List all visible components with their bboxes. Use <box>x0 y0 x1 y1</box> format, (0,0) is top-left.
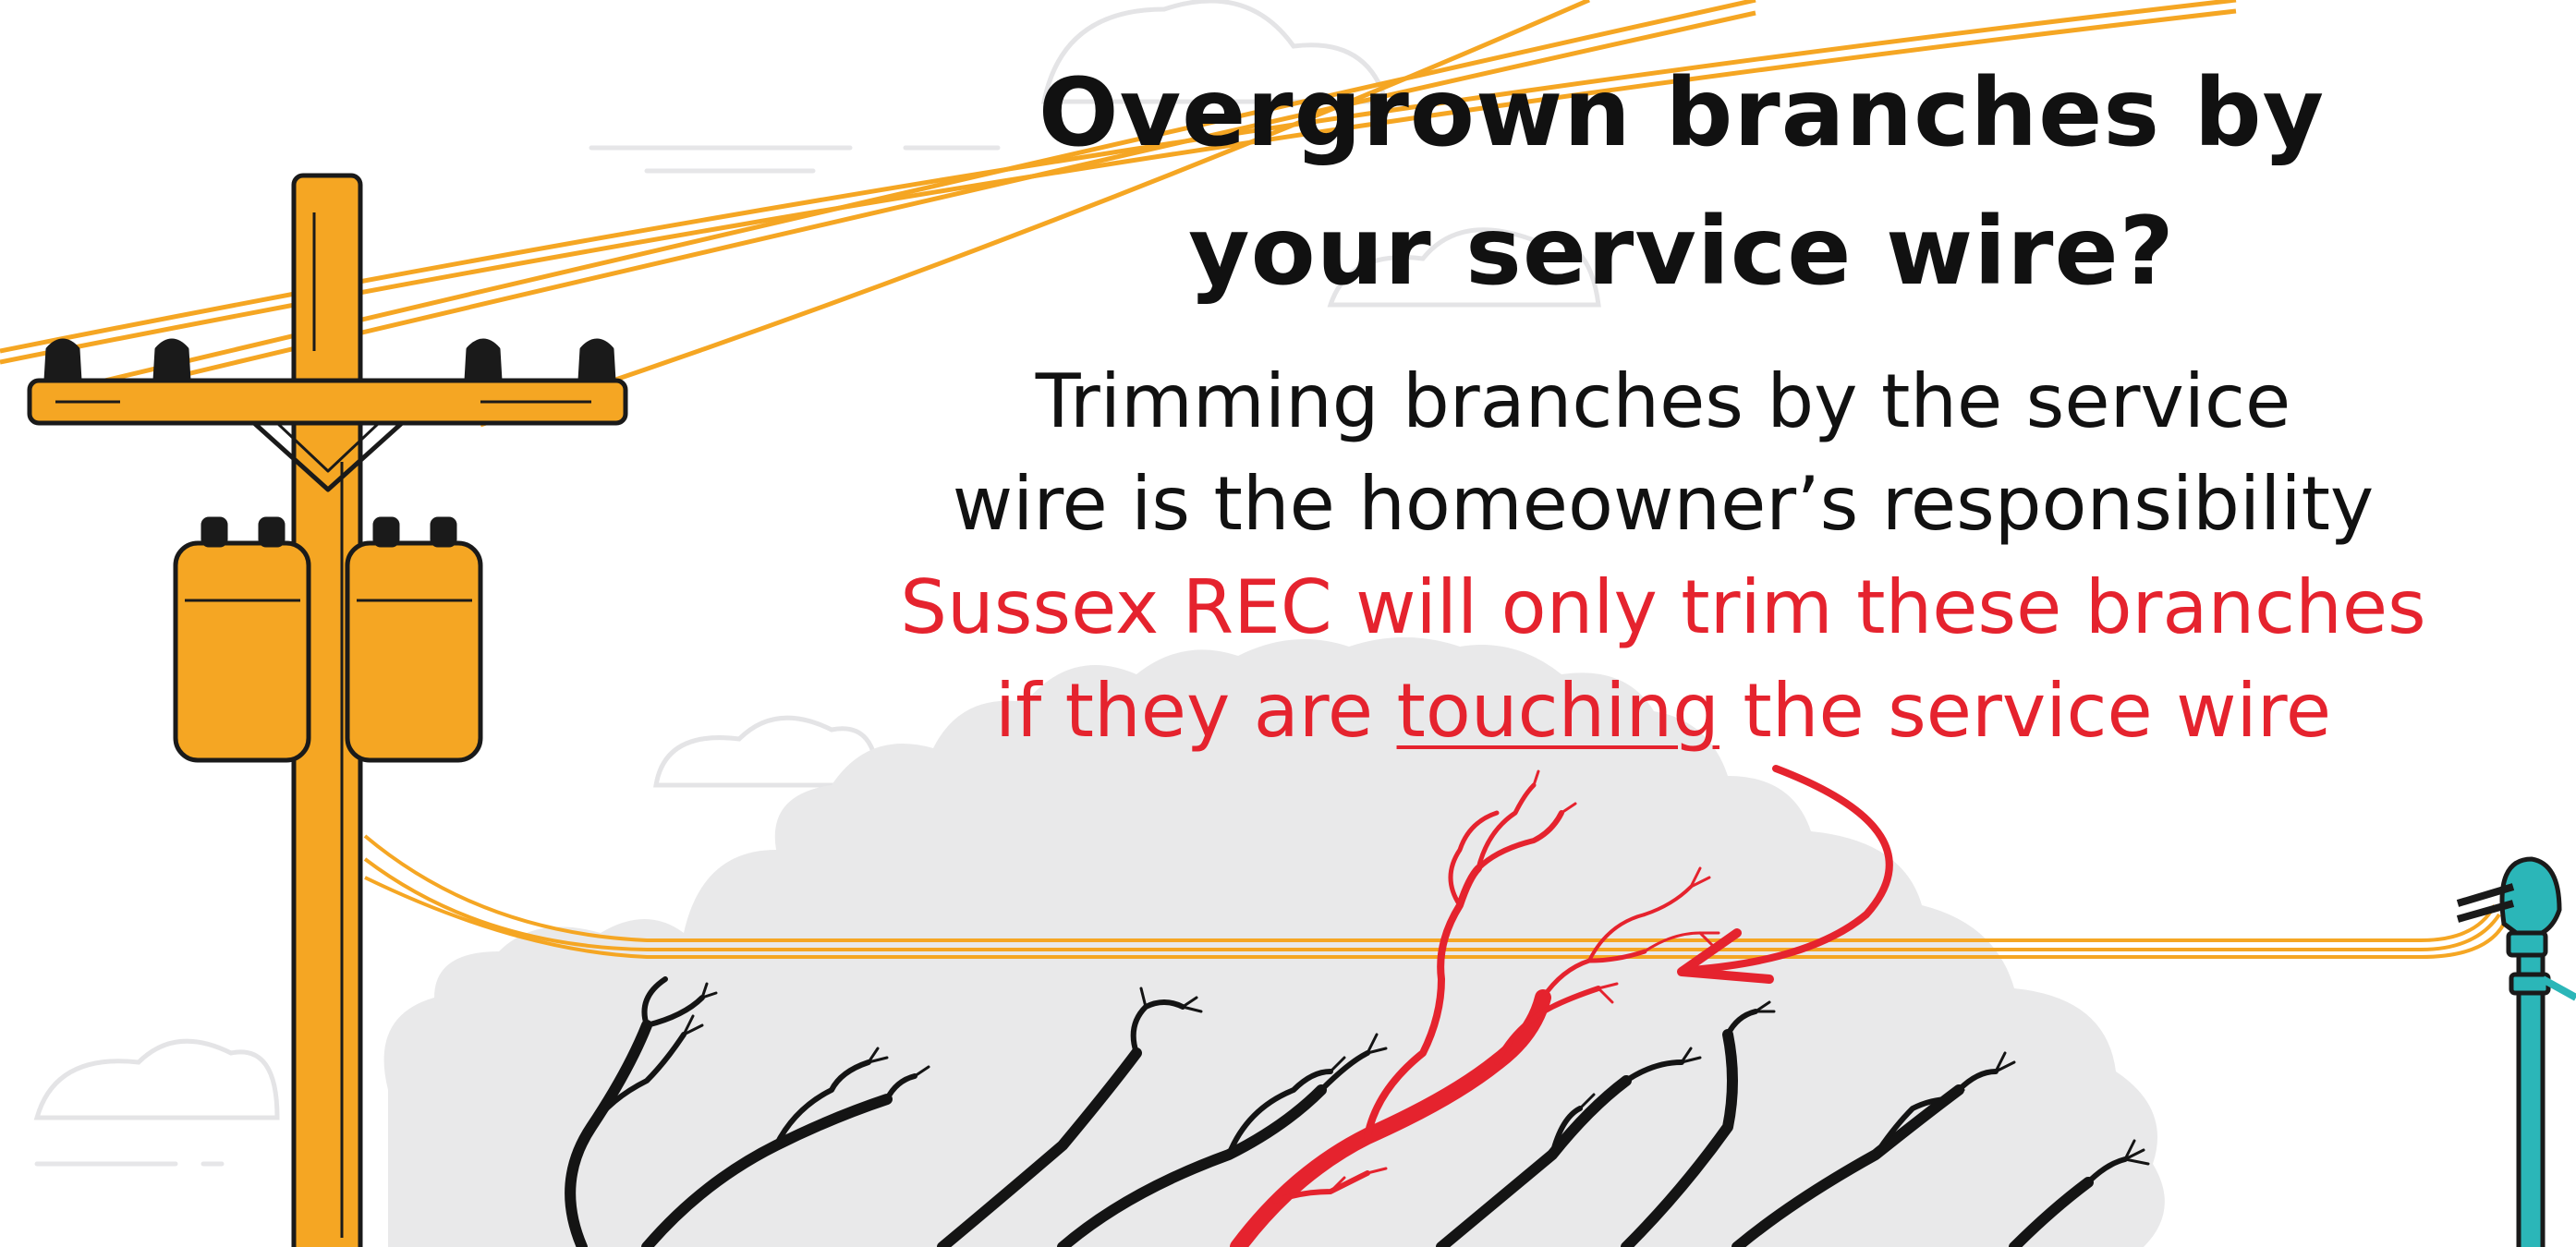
notice-text-after: the service wire <box>1719 668 2332 754</box>
notice-emphasis-touching: touching <box>1396 668 1719 754</box>
service-meter-icon <box>2456 856 2576 1247</box>
headline-line-1: Overgrown branches by <box>1038 58 2326 168</box>
headline-line-2: your service wire? <box>1188 197 2175 307</box>
cloud-streaks <box>34 145 1001 1167</box>
notice-text-before: if they are <box>994 668 1397 754</box>
transformer-icon <box>173 516 483 763</box>
body-line-1: Trimming branches by the service <box>1035 358 2291 444</box>
body-line-2: wire is the homeowner’s responsibility <box>952 461 2375 547</box>
touching-branch-icon <box>1230 769 1720 1247</box>
arrow-icon <box>1677 765 1893 984</box>
notice-line-2: if they are touching the service wire <box>758 674 2569 748</box>
utility-pole-icon <box>27 173 628 1247</box>
notice-line-1: Sussex REC will only trim these branches <box>900 564 2426 650</box>
branch-icon <box>565 976 2150 1247</box>
service-wire <box>363 834 2506 959</box>
cloud-icon <box>33 0 1601 1120</box>
